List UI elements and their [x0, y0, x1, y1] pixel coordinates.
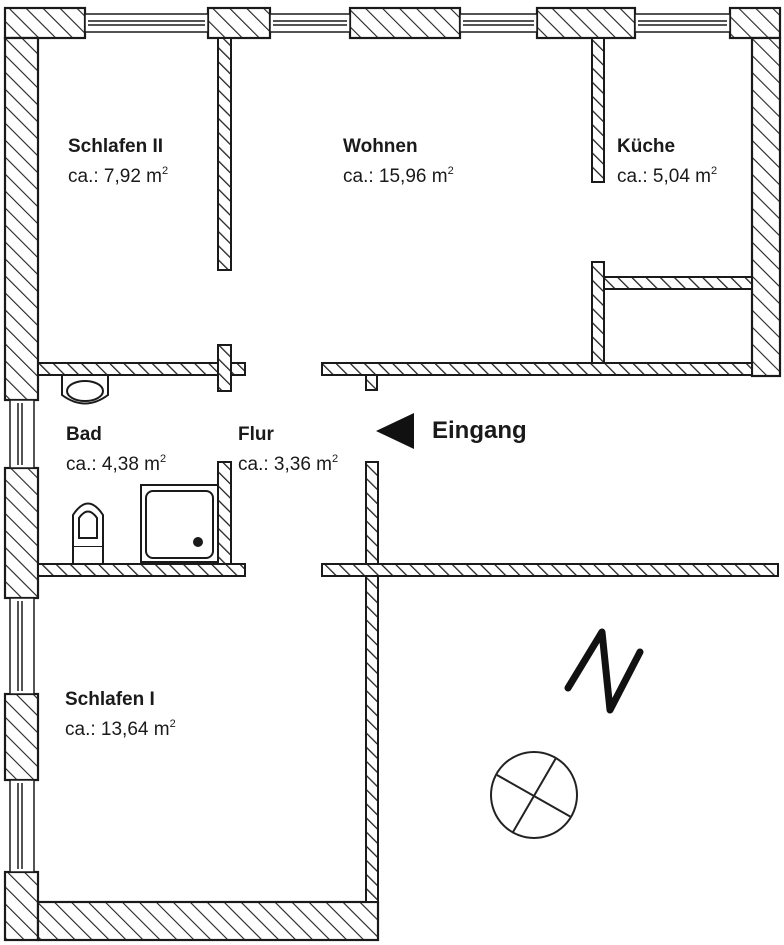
room-area: ca.: 4,38 m2: [66, 452, 167, 475]
entrance-label: Eingang: [432, 417, 527, 444]
toilet-icon: [72, 502, 104, 565]
room-flur: Flur ca.: 3,36 m2: [238, 424, 338, 477]
room-area: ca.: 7,92 m2: [68, 164, 169, 187]
compass-icon: [490, 751, 578, 839]
room-name: Bad: [66, 424, 102, 445]
arrow-left-icon: [376, 413, 414, 449]
room-schlafen-1: Schlafen I ca.: 13,64 m2: [65, 689, 176, 742]
room-name: Flur: [238, 424, 274, 445]
north-arrow-icon: [564, 628, 644, 714]
room-area: ca.: 5,04 m2: [617, 164, 718, 187]
room-kueche: Küche ca.: 5,04 m2: [617, 136, 717, 189]
room-bad: Bad ca.: 4,38 m2: [66, 424, 166, 477]
room-area: ca.: 15,96 m2: [343, 164, 454, 187]
windows: [9, 13, 731, 873]
room-schlafen-2: Schlafen II ca.: 7,92 m2: [68, 136, 168, 189]
room-name: Küche: [617, 136, 676, 157]
exterior-walls: [3, 6, 782, 942]
room-name: Schlafen I: [65, 689, 155, 710]
room-wohnen: Wohnen ca.: 15,96 m2: [343, 136, 454, 189]
room-area: ca.: 13,64 m2: [65, 717, 176, 740]
room-name: Schlafen II: [68, 136, 164, 157]
room-area: ca.: 3,36 m2: [238, 452, 339, 475]
room-name: Wohnen: [343, 136, 418, 157]
interior-walls: [37, 37, 779, 903]
entrance-marker: Eingang: [376, 413, 527, 449]
sink-icon: [61, 376, 109, 405]
shower-tray-icon: [140, 484, 219, 563]
